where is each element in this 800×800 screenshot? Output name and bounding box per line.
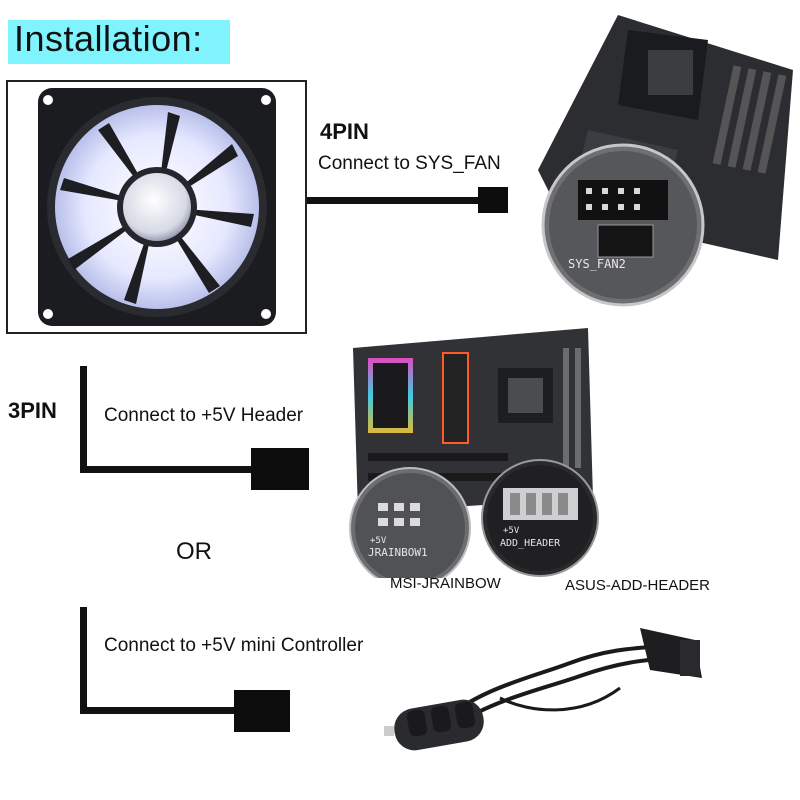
- asus-add-header-caption: ASUS-ADD-HEADER: [565, 577, 711, 594]
- controller-cable-horizontal: [80, 707, 236, 714]
- 3pin-plug: [251, 448, 309, 490]
- add-header-print: ADD_HEADER: [500, 538, 561, 549]
- 3pin-cable-horizontal: [80, 466, 252, 473]
- msi-jrainbow-caption: MSI-JRAINBOW: [390, 575, 501, 592]
- 4pin-plug: [478, 187, 508, 213]
- rgb-motherboard-icon: +5V JRAINBOW1 +5V ADD_HEADER: [349, 328, 599, 578]
- controller-plug: [234, 690, 290, 732]
- page-title: Installation:: [14, 18, 203, 59]
- plus5v-print-asus: +5V: [503, 526, 520, 536]
- plus5v-print-msi: +5V: [370, 536, 387, 546]
- controller-cable-vertical: [80, 607, 87, 714]
- or-separator: OR: [176, 538, 212, 565]
- controller-instruction: Connect to +5V mini Controller: [104, 635, 364, 656]
- 3pin-label: 3PIN: [8, 398, 57, 423]
- fan-panel: [6, 80, 307, 334]
- msi-motherboard-icon: SYS_FAN2: [538, 15, 793, 307]
- 4pin-instruction: Connect to SYS_FAN: [318, 153, 501, 174]
- rgb-fan-icon: [38, 88, 276, 326]
- 3pin-instruction: Connect to +5V Header: [104, 405, 304, 426]
- 3pin-cable-vertical: [80, 366, 87, 472]
- title-highlight: [8, 20, 230, 64]
- 4pin-cable: [307, 197, 479, 204]
- 4pin-label: 4PIN: [320, 119, 369, 144]
- mini-controller-icon: [384, 628, 702, 751]
- jrainbow1-print: JRAINBOW1: [368, 546, 428, 559]
- sys-fan2-print: SYS_FAN2: [568, 257, 626, 271]
